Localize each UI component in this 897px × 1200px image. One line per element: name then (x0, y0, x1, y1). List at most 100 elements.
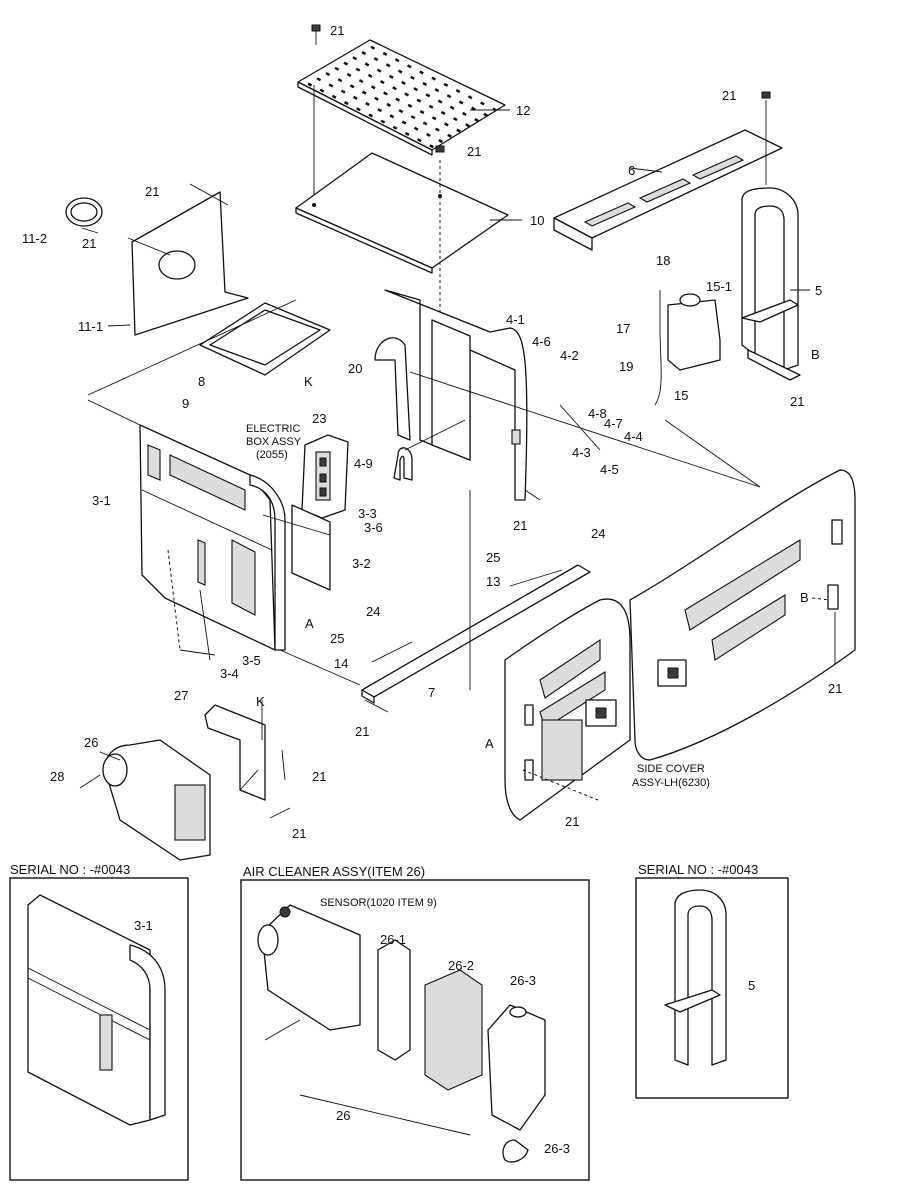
side-cover-right (629, 469, 856, 761)
cover-11-1 (131, 191, 249, 336)
tank-15 (654, 290, 721, 406)
label-8: 8 (198, 374, 205, 389)
inset-air-cleaner (240, 879, 590, 1181)
stand-5 (741, 187, 801, 381)
label-electric-box-1: ELECTRIC (246, 423, 300, 435)
inset-right-title: SERIAL NO : -#0043 (638, 862, 758, 877)
label-27: 27 (174, 688, 188, 703)
label-25: 25 (486, 550, 500, 565)
label-3-1: 3-1 (92, 493, 111, 508)
label-11-1: 11-1 (78, 319, 103, 334)
label-21-top: 21 (330, 23, 344, 38)
label-14: 14 (334, 656, 348, 671)
inset-left-title: SERIAL NO : -#0043 (10, 862, 130, 877)
label-21-g: 21 (513, 518, 527, 533)
perforated-plate (297, 39, 506, 156)
label-4-7: 4-7 (604, 416, 623, 431)
label-12: 12 (516, 103, 530, 118)
label-4-5: 4-5 (600, 462, 619, 477)
label-23: 23 (312, 411, 326, 426)
label-3-2: 3-2 (352, 556, 371, 571)
inset-left-label: 3-1 (134, 918, 153, 933)
air-cleaner-26 (102, 739, 211, 861)
bracket-27 (204, 704, 266, 801)
label-21-h: 21 (355, 724, 369, 739)
label-4-9: 4-9 (354, 456, 373, 471)
label-5: 5 (815, 283, 822, 298)
inset-stand-5 (664, 889, 727, 1066)
inset-26-2: 26-2 (448, 958, 474, 973)
label-electric-box-2: BOX ASSY (246, 436, 302, 448)
cap-26-3 (487, 1004, 546, 1163)
label-15: 15 (674, 388, 688, 403)
inset-serial-left (9, 877, 189, 1181)
ring-11-2 (65, 197, 103, 227)
panel-3-1 (139, 424, 286, 651)
label-B: B (811, 347, 820, 362)
label-7: 7 (428, 685, 435, 700)
label-21-c: 21 (145, 184, 159, 199)
label-9: 9 (182, 396, 189, 411)
label-21-d: 21 (722, 88, 736, 103)
label-3-6: 3-6 (364, 520, 383, 535)
label-B2: B (800, 590, 809, 605)
label-21-e: 21 (82, 236, 96, 251)
label-11-2: 11-2 (22, 231, 47, 246)
label-19: 19 (619, 359, 633, 374)
label-A: A (305, 616, 314, 631)
label-21-j: 21 (292, 826, 306, 841)
side-cover-left (504, 598, 631, 821)
inset-right-label: 5 (748, 978, 755, 993)
label-25-b: 25 (330, 631, 344, 646)
inset-air-cleaner-body (257, 904, 361, 1031)
label-17: 17 (616, 321, 630, 336)
label-A2: A (485, 736, 494, 751)
label-20: 20 (348, 361, 362, 376)
label-24: 24 (591, 526, 605, 541)
filter-26-1 (377, 939, 411, 1061)
bolt-21-top (311, 24, 321, 45)
cover-plate (295, 152, 509, 274)
filter-26-2 (424, 969, 483, 1091)
label-6: 6 (628, 163, 635, 178)
frame-8 (199, 302, 331, 376)
label-4-4: 4-4 (624, 429, 643, 444)
label-24-b: 24 (366, 604, 380, 619)
inset-middle-title: AIR CLEANER ASSY(ITEM 26) (243, 864, 425, 879)
label-K2: K (256, 694, 265, 709)
label-4-3: 4-3 (572, 445, 591, 460)
label-15-1: 15-1 (706, 279, 732, 294)
label-electric-box-3: (2055) (256, 449, 288, 461)
label-4-1: 4-1 (506, 312, 525, 327)
label-4-6: 4-6 (532, 334, 551, 349)
label-21-i: 21 (312, 769, 326, 784)
label-K: K (304, 374, 313, 389)
label-21-l: 21 (828, 681, 842, 696)
label-3-4: 3-4 (220, 666, 239, 681)
bracket-6 (553, 129, 783, 251)
inset-26-1: 26-1 (380, 932, 406, 947)
label-26: 26 (84, 735, 98, 750)
electric-box (301, 434, 349, 519)
label-3-3: 3-3 (358, 506, 377, 521)
label-4-2: 4-2 (560, 348, 579, 363)
label-4-8: 4-8 (588, 406, 607, 421)
inset-26: 26 (336, 1108, 350, 1123)
inset-26-3a: 26-3 (510, 973, 536, 988)
bolt-21-b (435, 145, 445, 153)
label-28: 28 (50, 769, 64, 784)
label-18: 18 (656, 253, 670, 268)
panel-4-1 (374, 289, 528, 501)
rail-7 (361, 564, 591, 704)
label-21-f: 21 (790, 394, 804, 409)
label-side-cover-2: ASSY-LH(6230) (632, 777, 710, 789)
inset-26-3b: 26-3 (544, 1141, 570, 1156)
label-13: 13 (486, 574, 500, 589)
label-side-cover-1: SIDE COVER (637, 763, 705, 775)
label-21-b: 21 (467, 144, 481, 159)
label-21-k: 21 (565, 814, 579, 829)
label-3-5: 3-5 (242, 653, 261, 668)
inset-sensor-label: SENSOR(1020 ITEM 9) (320, 897, 437, 909)
inset-frame-3-1 (27, 894, 166, 1126)
